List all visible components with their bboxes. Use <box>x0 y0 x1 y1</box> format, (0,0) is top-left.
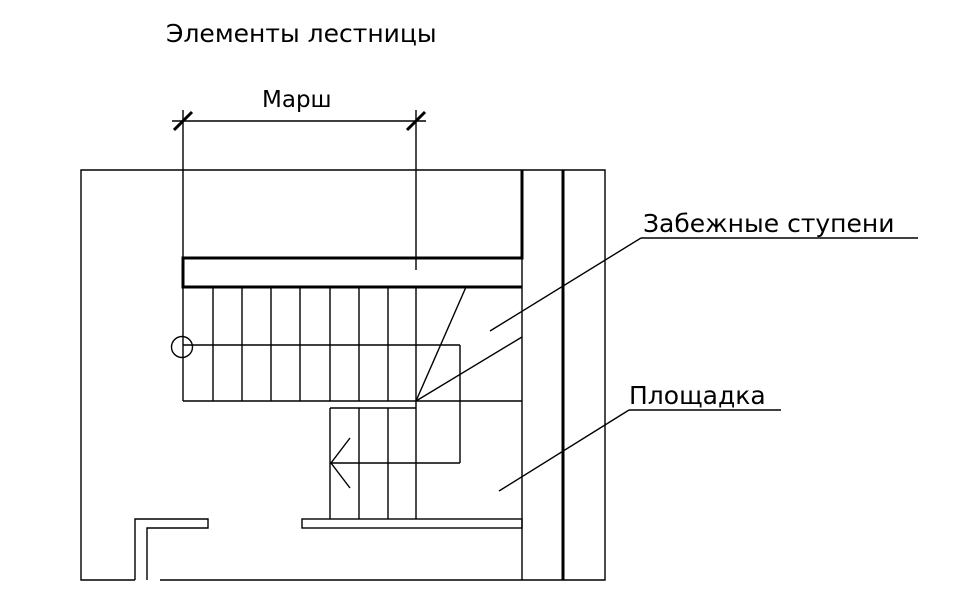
winder-steps-label: Забежные ступени <box>643 209 895 238</box>
door-wall-stub <box>134 518 209 580</box>
flight-dimension: Марш <box>172 87 427 270</box>
winder-steps <box>415 286 523 463</box>
partition-wall <box>181 170 524 289</box>
direction-arrow-icon <box>330 437 351 489</box>
landing-callout: Площадка <box>498 381 781 492</box>
lower-flight <box>329 401 460 519</box>
landing-label: Площадка <box>629 381 766 410</box>
landing-ledge <box>301 518 523 529</box>
winder-steps-callout: Забежные ступени <box>489 209 918 332</box>
outer-walls <box>80 169 606 581</box>
flight-label: Марш <box>262 87 332 113</box>
diagram-title: Элементы лестницы <box>166 19 437 48</box>
upper-flight <box>182 287 460 402</box>
handrail-post-icon <box>170 335 194 359</box>
